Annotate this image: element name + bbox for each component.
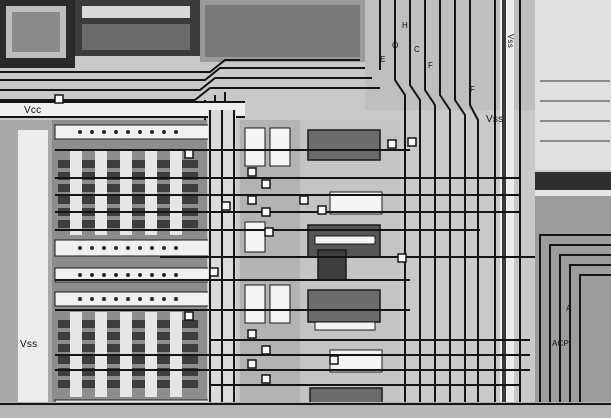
label-acp: ACP <box>552 339 570 348</box>
label-vss-right: Vss <box>486 114 504 125</box>
label-e: E <box>380 55 386 64</box>
label-f2: F <box>470 85 476 94</box>
label-vcc: Vcc <box>24 105 42 116</box>
label-h: H <box>402 21 408 30</box>
label-a: A <box>566 304 572 313</box>
label-c: C <box>414 45 420 54</box>
label-vss-vertical: Vss <box>506 34 515 48</box>
label-f1: F <box>428 61 434 70</box>
label-o: O <box>392 41 399 50</box>
label-vss-left: Vss <box>20 339 38 350</box>
